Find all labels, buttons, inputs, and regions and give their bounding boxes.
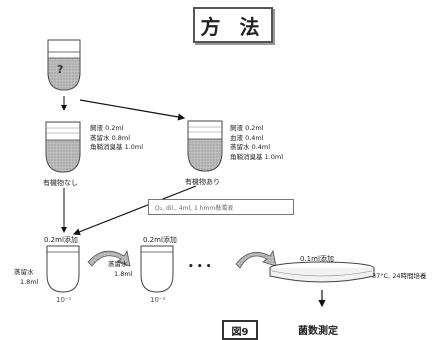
right-reagent-list: 飼液 0.2ml 血液 0.4ml 蒸留水 0.4ml 角鞘消臭基 1.0ml	[230, 124, 283, 162]
step2-water: 蒸留水 1.8ml	[108, 260, 132, 279]
result-label: 菌数測定	[298, 326, 338, 337]
right-reagent: 角鞘消臭基 1.0ml	[230, 152, 284, 161]
tube-with-organic	[187, 120, 223, 172]
right-reagent: 蒸留水 0.4ml	[230, 143, 271, 151]
left-reagent: 飼液 0.2ml	[90, 124, 124, 132]
left-reagent: 蒸留水 0.8ml	[90, 133, 131, 142]
arrow-right-to-dilution	[72, 185, 197, 236]
right-reagent: 飼液 0.2ml	[230, 124, 264, 132]
transfer-arrow-1	[87, 249, 131, 267]
arrow-to-right-tube	[79, 99, 186, 121]
ellipsis: • • •	[188, 262, 212, 272]
sample-tube	[47, 39, 81, 91]
step1-water: 蒸留水 1.8ml	[14, 268, 38, 287]
right-branch-label: 有機物あり	[185, 178, 220, 186]
step1-water-volume: 1.8ml	[20, 277, 39, 286]
step2-water-volume: 1.8ml	[114, 269, 133, 278]
step2-water-name: 蒸留水	[108, 260, 128, 268]
step2-add-label: 0.2ml添加	[143, 236, 177, 244]
left-reagent: 角鞘消臭基 1.0ml	[90, 143, 144, 151]
step2-dilution: 10⁻²	[150, 296, 166, 304]
step1-water-name: 蒸留水	[14, 268, 34, 276]
left-reagent-list: 飼液 0.2ml 蒸留水 0.8ml 角鞘消臭基 1.0ml	[90, 124, 143, 153]
left-branch-label: 有機物なし	[43, 179, 78, 187]
step1-dilution: 10⁻¹	[56, 296, 72, 304]
unknown-marker: ?	[57, 63, 64, 76]
condition-box: O₂, dil., 4ml, 1 hmm懸濁液	[148, 199, 294, 215]
dilution-tube-1	[46, 245, 80, 293]
transfer-arrow-2	[235, 249, 277, 269]
figure-label: 図9	[222, 320, 258, 340]
step1-add-label: 0.2ml添加	[44, 236, 78, 244]
incubation-label: 37°C, 24時間培養	[372, 272, 427, 280]
tube-no-organic	[45, 121, 81, 173]
right-reagent: 血液 0.4ml	[230, 133, 264, 142]
diagram-title: 方 法	[193, 7, 273, 43]
dilution-tube-2	[140, 245, 174, 293]
petri-dish	[269, 261, 375, 283]
plate-add-label: 0.1ml添加	[300, 255, 334, 263]
